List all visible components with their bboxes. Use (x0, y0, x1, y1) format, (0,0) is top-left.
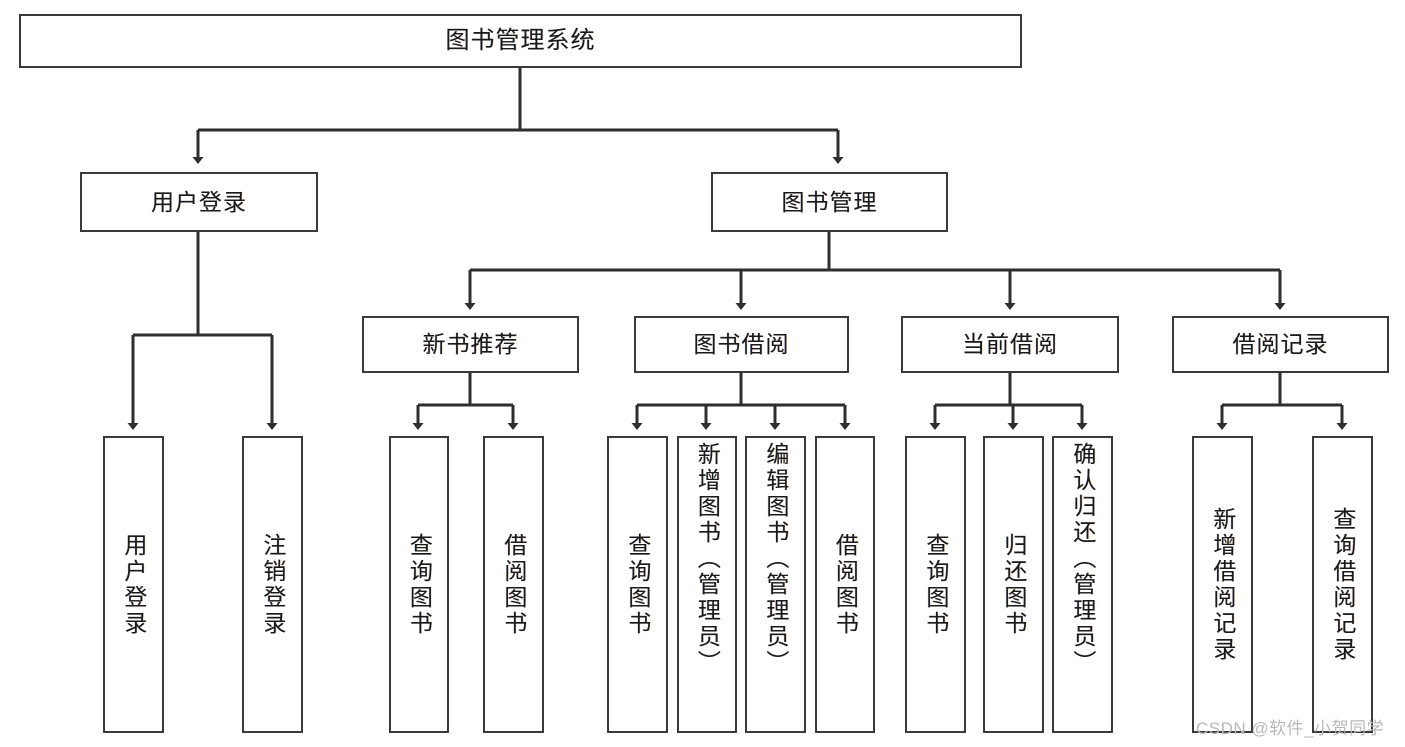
node-current-borrow[interactable]: 当前借阅 (901, 316, 1119, 373)
leaf-add-borrow-record[interactable]: 新增借阅记录 (1192, 436, 1253, 733)
leaf-label: 新增图书（管理员） (694, 442, 721, 676)
leaf-query-book-recommend[interactable]: 查询图书 (389, 436, 449, 733)
node-book-management[interactable]: 图书管理 (711, 172, 948, 232)
leaf-add-book-admin[interactable]: 新增图书（管理员） (677, 436, 737, 733)
leaf-query-borrow-record[interactable]: 查询借阅记录 (1312, 436, 1373, 733)
leaf-label: 查询图书 (406, 532, 433, 637)
node-label: 当前借阅 (962, 331, 1058, 358)
leaf-return-book[interactable]: 归还图书 (983, 436, 1044, 733)
node-label: 图书管理系统 (445, 27, 596, 55)
node-root-system[interactable]: 图书管理系统 (19, 14, 1022, 68)
node-label: 图书借阅 (693, 331, 790, 358)
leaf-label: 新增借阅记录 (1209, 506, 1236, 663)
leaf-label: 归还图书 (1000, 532, 1027, 637)
node-user-login[interactable]: 用户登录 (80, 172, 318, 232)
leaf-label: 查询借阅记录 (1329, 506, 1356, 663)
leaf-edit-book-admin[interactable]: 编辑图书（管理员） (745, 436, 806, 733)
leaf-label: 借阅图书 (500, 532, 527, 637)
node-label: 借阅记录 (1232, 331, 1329, 358)
node-label: 图书管理 (781, 188, 878, 215)
node-new-book-recommend[interactable]: 新书推荐 (362, 316, 579, 373)
leaf-label: 查询图书 (624, 532, 651, 637)
watermark-text: CSDN @软件_小贺同学 (1196, 719, 1385, 738)
leaf-label: 编辑图书（管理员） (762, 442, 789, 676)
leaf-confirm-return-admin[interactable]: 确认归还（管理员） (1052, 436, 1113, 733)
leaf-label: 注销登录 (259, 532, 286, 637)
node-borrow-records[interactable]: 借阅记录 (1172, 316, 1389, 373)
leaf-query-book-borrow[interactable]: 查询图书 (607, 436, 668, 733)
leaf-borrow-book-recommend[interactable]: 借阅图书 (483, 436, 544, 733)
leaf-label: 查询图书 (922, 532, 949, 637)
leaf-user-login[interactable]: 用户登录 (103, 436, 164, 733)
leaf-borrow-book[interactable]: 借阅图书 (815, 436, 875, 733)
leaf-query-book-current[interactable]: 查询图书 (905, 436, 966, 733)
node-label: 新书推荐 (422, 331, 519, 358)
leaf-logout[interactable]: 注销登录 (242, 436, 303, 733)
leaf-label: 确认归还（管理员） (1069, 442, 1096, 676)
node-label: 用户登录 (151, 188, 247, 215)
leaf-label: 用户登录 (120, 532, 147, 637)
node-book-borrow[interactable]: 图书借阅 (634, 316, 849, 373)
leaf-label: 借阅图书 (832, 532, 859, 637)
